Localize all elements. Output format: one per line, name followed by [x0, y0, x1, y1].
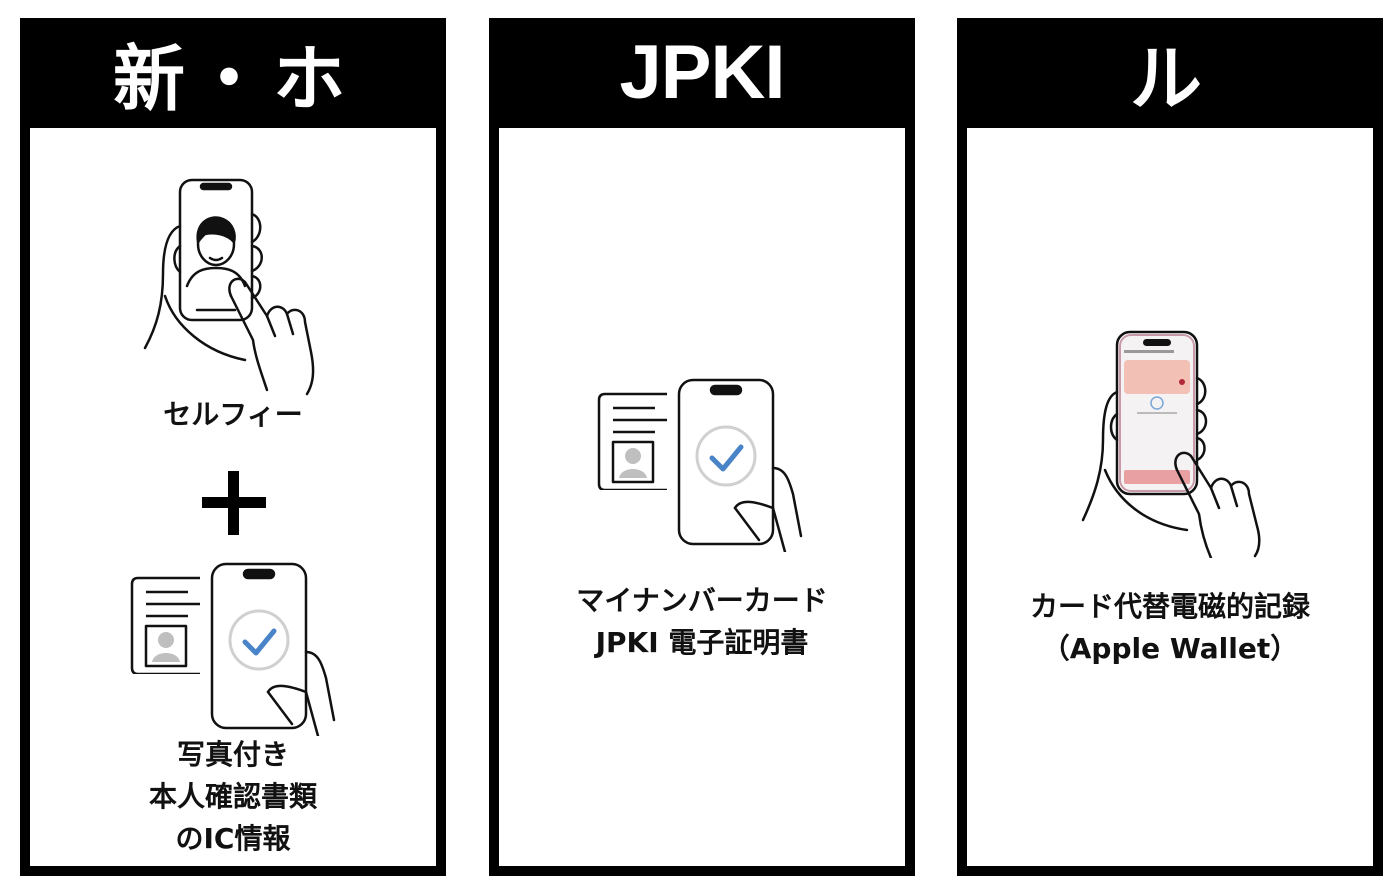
- plus-icon: [202, 471, 266, 535]
- panel-jpki: JPKI マイナンバーカ: [489, 18, 915, 876]
- wallet-caption: カード代替電磁的記録 （Apple Wallet）: [1029, 590, 1310, 665]
- panel-new-method: 新・ホ: [20, 18, 446, 876]
- panel-title: 新・ホ: [112, 37, 353, 121]
- panel-title: ル: [1129, 37, 1210, 121]
- phone-check-icon: [210, 562, 336, 736]
- panel-body: マイナンバーカード JPKI 電子証明書: [499, 128, 905, 866]
- jpki-caption: マイナンバーカード JPKI 電子証明書: [576, 584, 828, 659]
- ic-info-caption: 写真付き 本人確認書類 のIC情報: [148, 738, 317, 855]
- selfie-phone-icon: [143, 178, 315, 396]
- selfie-caption: セルフィー: [163, 398, 303, 431]
- id-card-icon: [130, 576, 200, 674]
- id-card-icon: [597, 392, 667, 490]
- panel-apple-wallet: ル: [957, 18, 1383, 876]
- panel-body: カード代替電磁的記録 （Apple Wallet）: [967, 128, 1373, 866]
- panel-body: セルフィー: [30, 128, 436, 866]
- wallet-phone-icon: [1081, 330, 1261, 558]
- panel-title: JPKI: [619, 30, 786, 115]
- phone-check-icon: [677, 378, 803, 552]
